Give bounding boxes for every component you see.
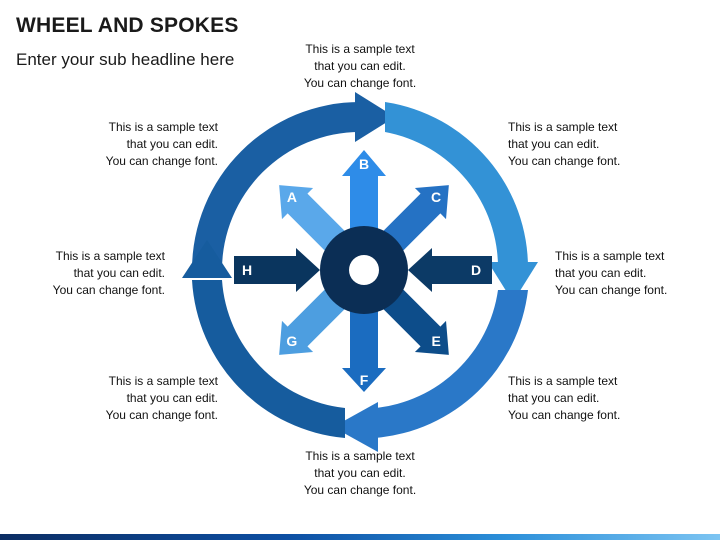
ring-arrowhead-top xyxy=(355,92,395,142)
spoke-h-letter: H xyxy=(242,262,252,278)
spoke-b-letter: B xyxy=(359,156,369,172)
spoke-c-letter: C xyxy=(431,189,441,205)
outer-ring xyxy=(182,92,538,452)
text-bottom: This is a sample text that you can edit.… xyxy=(303,449,417,497)
hub-center xyxy=(349,255,379,285)
text-top-right: This is a sample text that you can edit.… xyxy=(508,120,621,168)
spoke-a-letter: A xyxy=(287,189,297,205)
spoke-f-letter: F xyxy=(360,372,369,388)
hub xyxy=(320,226,408,314)
text-top: This is a sample text that you can edit.… xyxy=(303,42,417,90)
ring-arrow-left xyxy=(192,280,345,438)
ring-arrow-right xyxy=(385,102,529,270)
spoke-e-letter: E xyxy=(431,333,440,349)
spoke-f: F xyxy=(342,310,386,392)
ring-arrowhead-left xyxy=(182,240,232,278)
text-right: This is a sample text that you can edit.… xyxy=(555,249,668,297)
ring-arrow-bottom xyxy=(375,290,528,438)
spoke-b: B xyxy=(342,150,386,230)
page-title: WHEEL AND SPOKES xyxy=(16,14,239,37)
ring-arrowhead-right xyxy=(488,262,538,302)
text-bottom-left: This is a sample text that you can edit.… xyxy=(105,374,218,422)
spoke-d-letter: D xyxy=(471,262,481,278)
spoke-d: D xyxy=(408,248,492,292)
text-top-left: This is a sample text that you can edit.… xyxy=(105,120,218,168)
spoke-h: H xyxy=(234,248,320,292)
spoke-g-letter: G xyxy=(286,333,297,349)
ring-arrowhead-bottom xyxy=(333,402,378,452)
page-subtitle: Enter your sub headline here xyxy=(16,50,235,69)
text-left: This is a sample text that you can edit.… xyxy=(52,249,165,297)
text-bottom-right: This is a sample text that you can edit.… xyxy=(508,374,621,422)
footer-bar xyxy=(0,534,720,540)
